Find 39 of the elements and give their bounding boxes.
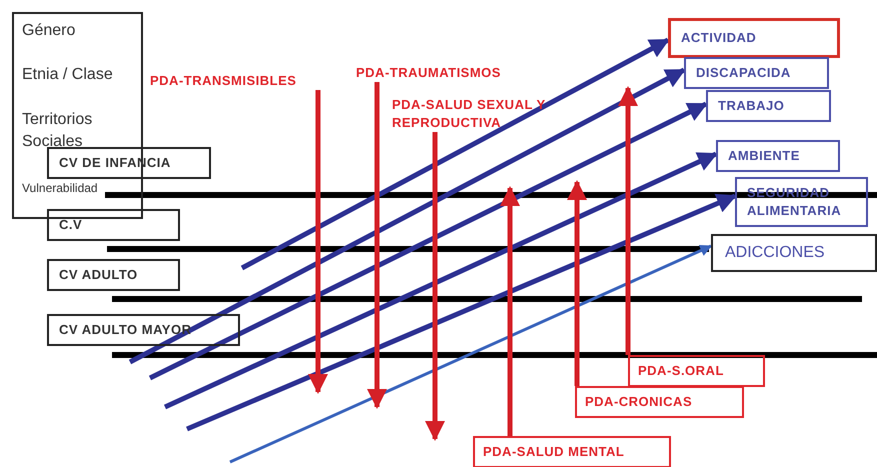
program-box bbox=[473, 436, 671, 467]
node-text: ACTIVIDAD bbox=[681, 29, 758, 47]
node-text: Vulnerabilidad bbox=[22, 180, 99, 196]
arrow bbox=[567, 180, 587, 386]
stage-box bbox=[47, 314, 240, 346]
node-text: Territorios Sociales bbox=[22, 110, 94, 152]
dimension-box bbox=[706, 90, 831, 122]
arrow bbox=[148, 102, 708, 380]
node-text: DISCAPACIDA bbox=[696, 64, 792, 82]
arrow bbox=[425, 132, 445, 441]
node-text: C.V bbox=[59, 216, 84, 234]
node-text: PDA-S.ORAL bbox=[638, 362, 725, 380]
arrow bbox=[164, 152, 718, 410]
dimension-box bbox=[684, 57, 829, 90]
program-box bbox=[575, 386, 744, 418]
node-text: CV ADULTO bbox=[59, 266, 139, 284]
stage-box bbox=[47, 209, 180, 242]
arrow bbox=[186, 194, 737, 432]
node-text: ADICCIONES bbox=[725, 243, 826, 263]
node-text: AMBIENTE bbox=[728, 147, 801, 165]
arrow bbox=[500, 186, 520, 436]
dimension-box bbox=[668, 18, 840, 58]
program-box bbox=[628, 355, 765, 388]
stage-box bbox=[47, 259, 180, 292]
arrow bbox=[367, 82, 387, 409]
node-text: Género bbox=[22, 21, 76, 41]
arrow bbox=[308, 90, 328, 394]
node-text: TRABAJO bbox=[718, 97, 786, 115]
dimension-box bbox=[711, 234, 877, 272]
arrow bbox=[229, 244, 712, 464]
node-text: PDA-SALUD MENTAL bbox=[483, 443, 626, 461]
arrow bbox=[128, 68, 686, 364]
arrow bbox=[618, 86, 638, 355]
dimension-box bbox=[716, 140, 840, 172]
node-text: PDA-CRONICAS bbox=[585, 393, 694, 411]
node-text: PDA-TRAUMATISMOS bbox=[356, 64, 502, 82]
node-text: PDA-TRANSMISIBLES bbox=[150, 72, 298, 90]
node-text: Etnia / Clase bbox=[22, 65, 114, 86]
arrow bbox=[240, 38, 670, 270]
